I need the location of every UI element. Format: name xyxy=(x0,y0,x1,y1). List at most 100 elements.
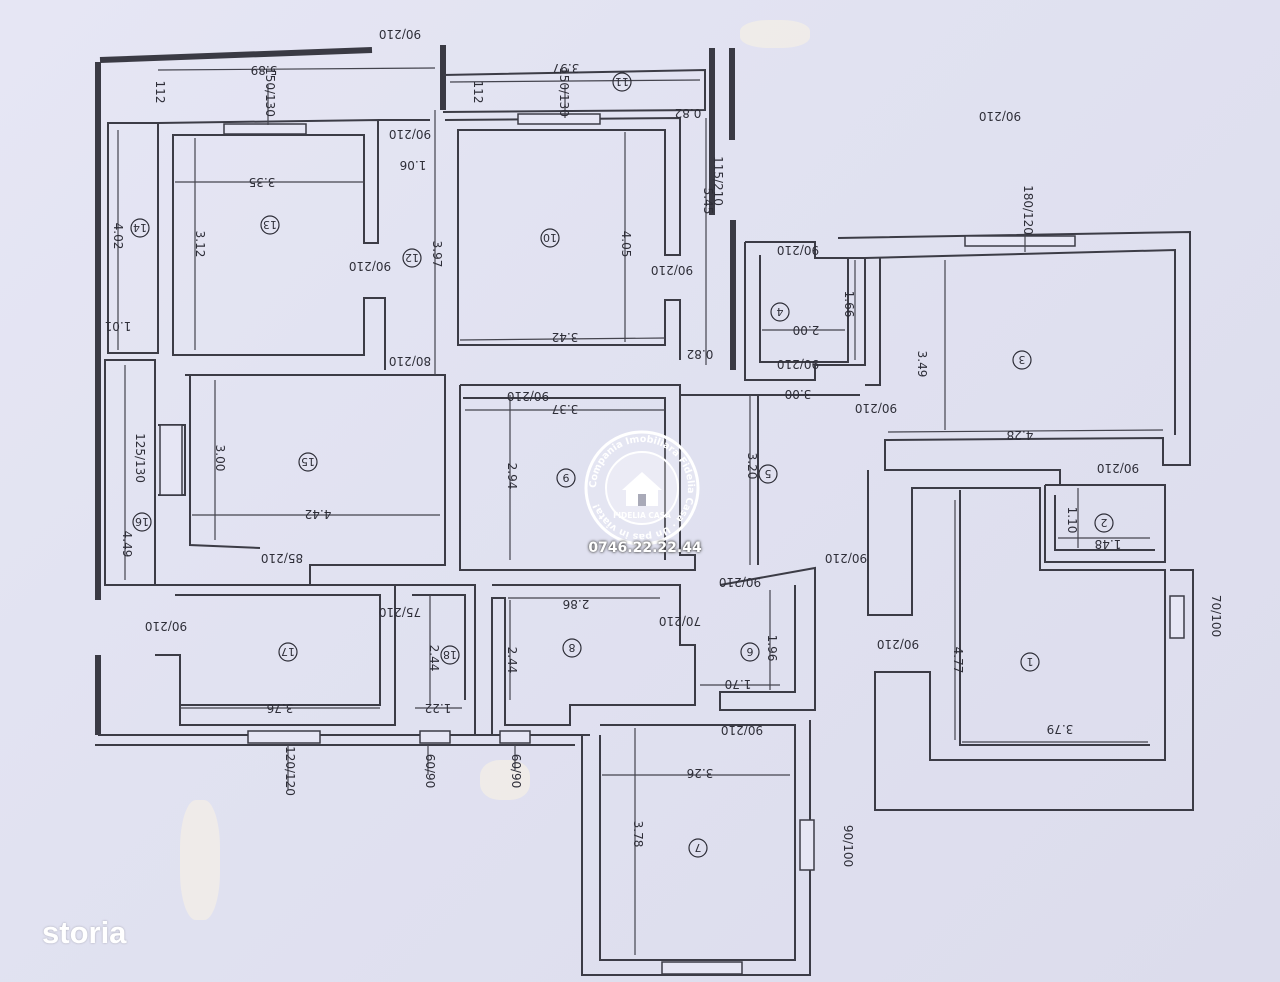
opening-label: 90/210 xyxy=(855,401,897,415)
dim-label: 1.48 xyxy=(1095,537,1122,551)
room-marker-12: 12 xyxy=(402,248,422,268)
opening-label: 90/210 xyxy=(651,263,693,277)
dim-label: 1.10 xyxy=(1065,507,1079,534)
dim-label: 0.82 xyxy=(675,106,702,120)
svg-text:2: 2 xyxy=(1101,516,1108,529)
dim-label: 3.12 xyxy=(193,231,207,258)
dim-label: 4.05 xyxy=(619,231,633,258)
svg-text:6: 6 xyxy=(747,645,754,658)
svg-text:17: 17 xyxy=(281,645,295,658)
svg-text:11: 11 xyxy=(615,75,629,88)
room-marker-5: 5 xyxy=(758,464,778,484)
dim-label: 3.79 xyxy=(1047,722,1074,736)
dim-label: 1.06 xyxy=(400,158,427,172)
dim-label: 4.28 xyxy=(1007,428,1034,442)
room-markers: 13 14 12 10 11 4 3 15 9 5 2 16 17 18 8 6… xyxy=(130,72,1114,858)
room-marker-7: 7 xyxy=(688,838,708,858)
opening-labels: 90/210 90/210 90/210 90/210 80/210 90/21… xyxy=(133,27,1223,867)
dim-label: 112 xyxy=(153,81,167,104)
paper-stain xyxy=(480,760,530,800)
opening-label: 90/210 xyxy=(777,357,819,371)
room-marker-6: 6 xyxy=(740,642,760,662)
room-marker-8: 8 xyxy=(562,638,582,658)
opening-label: 125/130 xyxy=(133,433,147,483)
dim-label: 3.37 xyxy=(552,402,579,416)
house-icon xyxy=(622,472,662,506)
room-marker-10: 10 xyxy=(540,228,560,248)
opening-label: 90/210 xyxy=(389,127,431,141)
dim-label: 3.26 xyxy=(687,766,714,780)
opening-label: 120/120 xyxy=(283,746,297,796)
dim-label: 5.89 xyxy=(251,63,278,77)
opening-label: 150/130 xyxy=(557,67,571,117)
opening-label: 70/100 xyxy=(1209,595,1223,637)
opening-label: 60/90 xyxy=(423,754,437,789)
svg-text:12: 12 xyxy=(405,251,419,264)
svg-text:18: 18 xyxy=(443,648,457,661)
room-marker-2: 2 xyxy=(1094,513,1114,533)
exterior-walls xyxy=(95,45,736,735)
room-marker-17: 17 xyxy=(278,642,298,662)
dim-label: 3.35 xyxy=(249,175,276,189)
svg-text:10: 10 xyxy=(543,231,557,244)
dim-label: 4.02 xyxy=(111,223,125,250)
opening-label: 90/210 xyxy=(721,723,763,737)
opening-label: 115/210 xyxy=(711,156,725,206)
dim-label: 3.97 xyxy=(430,241,444,268)
svg-text:16: 16 xyxy=(135,515,149,528)
svg-text:1: 1 xyxy=(1027,655,1034,668)
svg-text:15: 15 xyxy=(301,455,315,468)
windows xyxy=(159,113,1185,975)
dim-label: 3.00 xyxy=(213,445,227,472)
opening-label: 90/210 xyxy=(379,27,421,41)
agency-seal: Compania Imobiliara Fidelia Casa · Un pa… xyxy=(584,430,700,546)
walls xyxy=(95,68,1194,976)
opening-label: 90/210 xyxy=(145,619,187,633)
dim-label: 4.49 xyxy=(120,531,134,558)
dim-label: 2.94 xyxy=(505,463,519,490)
opening-label: 180/120 xyxy=(1021,185,1035,235)
opening-label: 90/210 xyxy=(777,243,819,257)
opening-label: 90/100 xyxy=(841,825,855,867)
opening-label: 60/90 xyxy=(509,754,523,789)
opening-label: 90/210 xyxy=(979,109,1021,123)
dim-label: 2.44 xyxy=(505,647,519,674)
room-marker-14: 14 xyxy=(130,218,150,238)
svg-text:4: 4 xyxy=(777,305,784,318)
dim-label: 3.42 xyxy=(552,330,579,344)
svg-text:5: 5 xyxy=(765,467,772,480)
dim-label: 3.78 xyxy=(631,821,645,848)
opening-label: 150/130 xyxy=(263,67,277,117)
dim-label: 5.45 xyxy=(701,188,715,215)
room-marker-15: 15 xyxy=(298,452,318,472)
room-marker-3: 3 xyxy=(1012,350,1032,370)
dim-label: 2.00 xyxy=(793,323,820,337)
room-marker-1: 1 xyxy=(1020,652,1040,672)
dim-label: 4.42 xyxy=(305,507,332,521)
svg-text:9: 9 xyxy=(563,471,570,484)
paper-stain xyxy=(740,20,810,48)
dim-label: 112 xyxy=(471,81,485,104)
dim-label: 0.82 xyxy=(687,347,714,361)
dim-label: 1.01 xyxy=(105,319,132,333)
dim-label: 3.20 xyxy=(745,453,759,480)
dim-label: 1.96 xyxy=(765,635,779,662)
svg-text:14: 14 xyxy=(133,221,147,234)
room-marker-13: 13 xyxy=(260,215,280,235)
paper-stain xyxy=(180,800,220,920)
svg-text:13: 13 xyxy=(263,218,277,231)
dim-label: 3.49 xyxy=(915,351,929,378)
dimension-labels: 5.89 3.97 3.35 3.42 3.37 4.42 4.28 3.79 … xyxy=(105,61,1122,847)
room-marker-11: 11 xyxy=(612,72,632,92)
dim-label: 1.70 xyxy=(725,677,752,691)
dim-label: 1.66 xyxy=(842,291,856,318)
svg-text:7: 7 xyxy=(695,841,702,854)
seal-badge: FIDELIA CASA xyxy=(613,511,671,520)
svg-text:3: 3 xyxy=(1019,353,1026,366)
dim-label: 4.77 xyxy=(951,647,965,674)
room-marker-18: 18 xyxy=(440,645,460,665)
opening-label: 90/210 xyxy=(719,575,761,589)
opening-label: 75/210 xyxy=(379,605,421,619)
opening-label: 80/210 xyxy=(389,354,431,368)
